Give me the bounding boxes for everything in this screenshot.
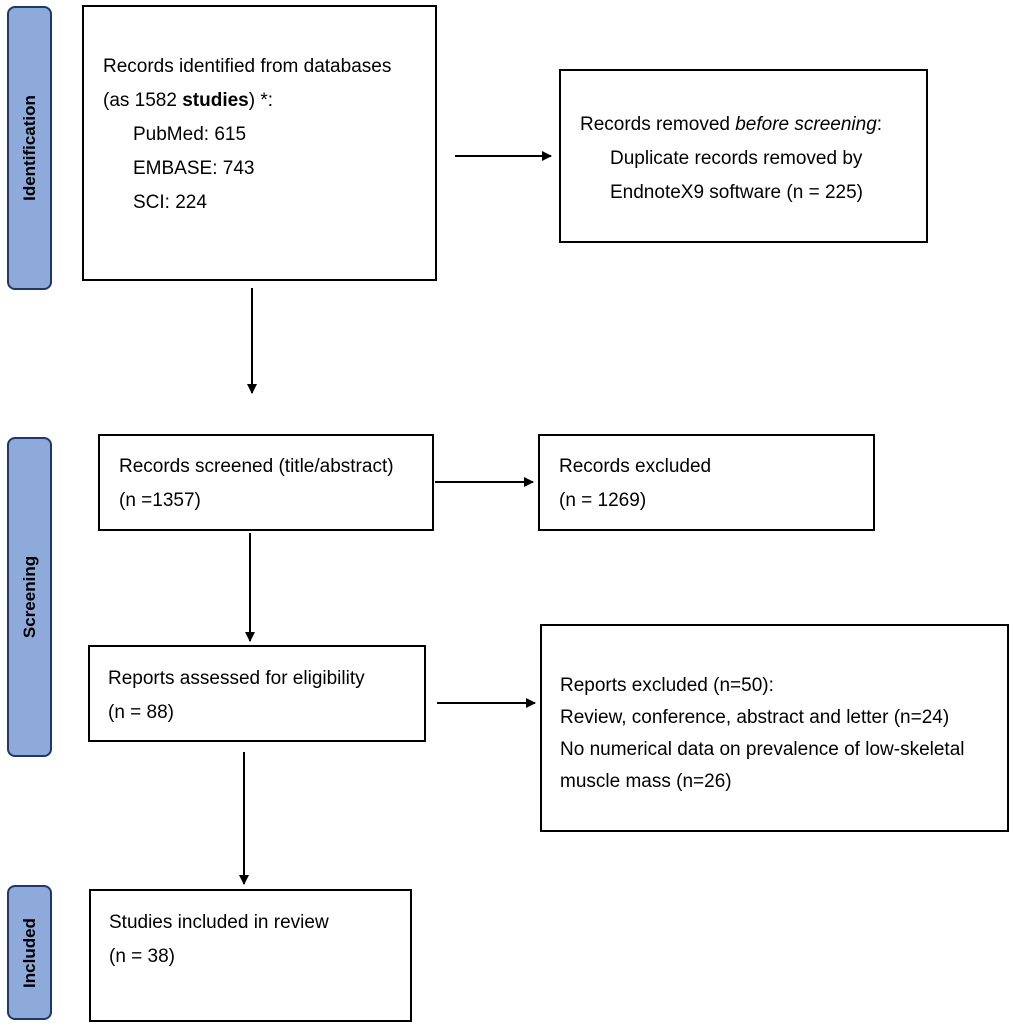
- reports-assessed-count: (n = 88): [108, 702, 175, 723]
- records-screened-count: (n =1357): [119, 490, 201, 511]
- records-removed-title: Records removed before screening:: [580, 114, 883, 135]
- phase-included: Included: [7, 885, 52, 1020]
- reports-assessed-title: Reports assessed for eligibility: [108, 668, 365, 689]
- records-identified-title: Records identified from databases: [103, 56, 392, 77]
- phase-included-label: Included: [19, 917, 39, 988]
- phase-identification: Identification: [7, 6, 52, 290]
- duplicates-removed-count: EndnoteX9 software (n = 225): [610, 182, 863, 203]
- reports-excluded-reason-1: Review, conference, abstract and letter …: [560, 707, 950, 728]
- reports-excluded-title: Reports excluded (n=50):: [560, 675, 774, 696]
- studies-included-title: Studies included in review: [109, 912, 329, 933]
- reports-excluded-reason-2: No numerical data on prevalence of low-s…: [560, 739, 965, 760]
- phase-screening-label: Screening: [19, 555, 39, 639]
- records-removed-box: Records removed before screening: Duplic…: [559, 69, 928, 243]
- studies-included-count: (n = 38): [109, 946, 176, 967]
- records-screened-title: Records screened (title/abstract): [119, 456, 394, 477]
- records-excluded-box: Records excluded (n = 1269): [538, 434, 875, 531]
- source-sci: SCI: 224: [133, 192, 207, 213]
- records-excluded-count: (n = 1269): [559, 490, 647, 511]
- duplicates-removed-text: Duplicate records removed by: [610, 148, 863, 169]
- phase-screening: Screening: [7, 437, 52, 757]
- records-excluded-title: Records excluded: [559, 456, 712, 477]
- reports-assessed-box: Reports assessed for eligibility (n = 88…: [88, 645, 426, 742]
- records-identified-box: Records identified from databases (as 15…: [82, 5, 437, 281]
- studies-included-box: Studies included in review (n = 38): [89, 889, 412, 1022]
- records-screened-box: Records screened (title/abstract) (n =13…: [98, 434, 434, 531]
- reports-excluded-reason-2-cont: muscle mass (n=26): [560, 771, 732, 792]
- source-embase: EMBASE: 743: [133, 158, 255, 179]
- reports-excluded-box: Reports excluded (n=50): Review, confere…: [540, 624, 1009, 832]
- records-identified-count: (as 1582 studies) *:: [103, 90, 274, 111]
- phase-identification-label: Identification: [19, 95, 39, 201]
- source-pubmed: PubMed: 615: [133, 124, 247, 145]
